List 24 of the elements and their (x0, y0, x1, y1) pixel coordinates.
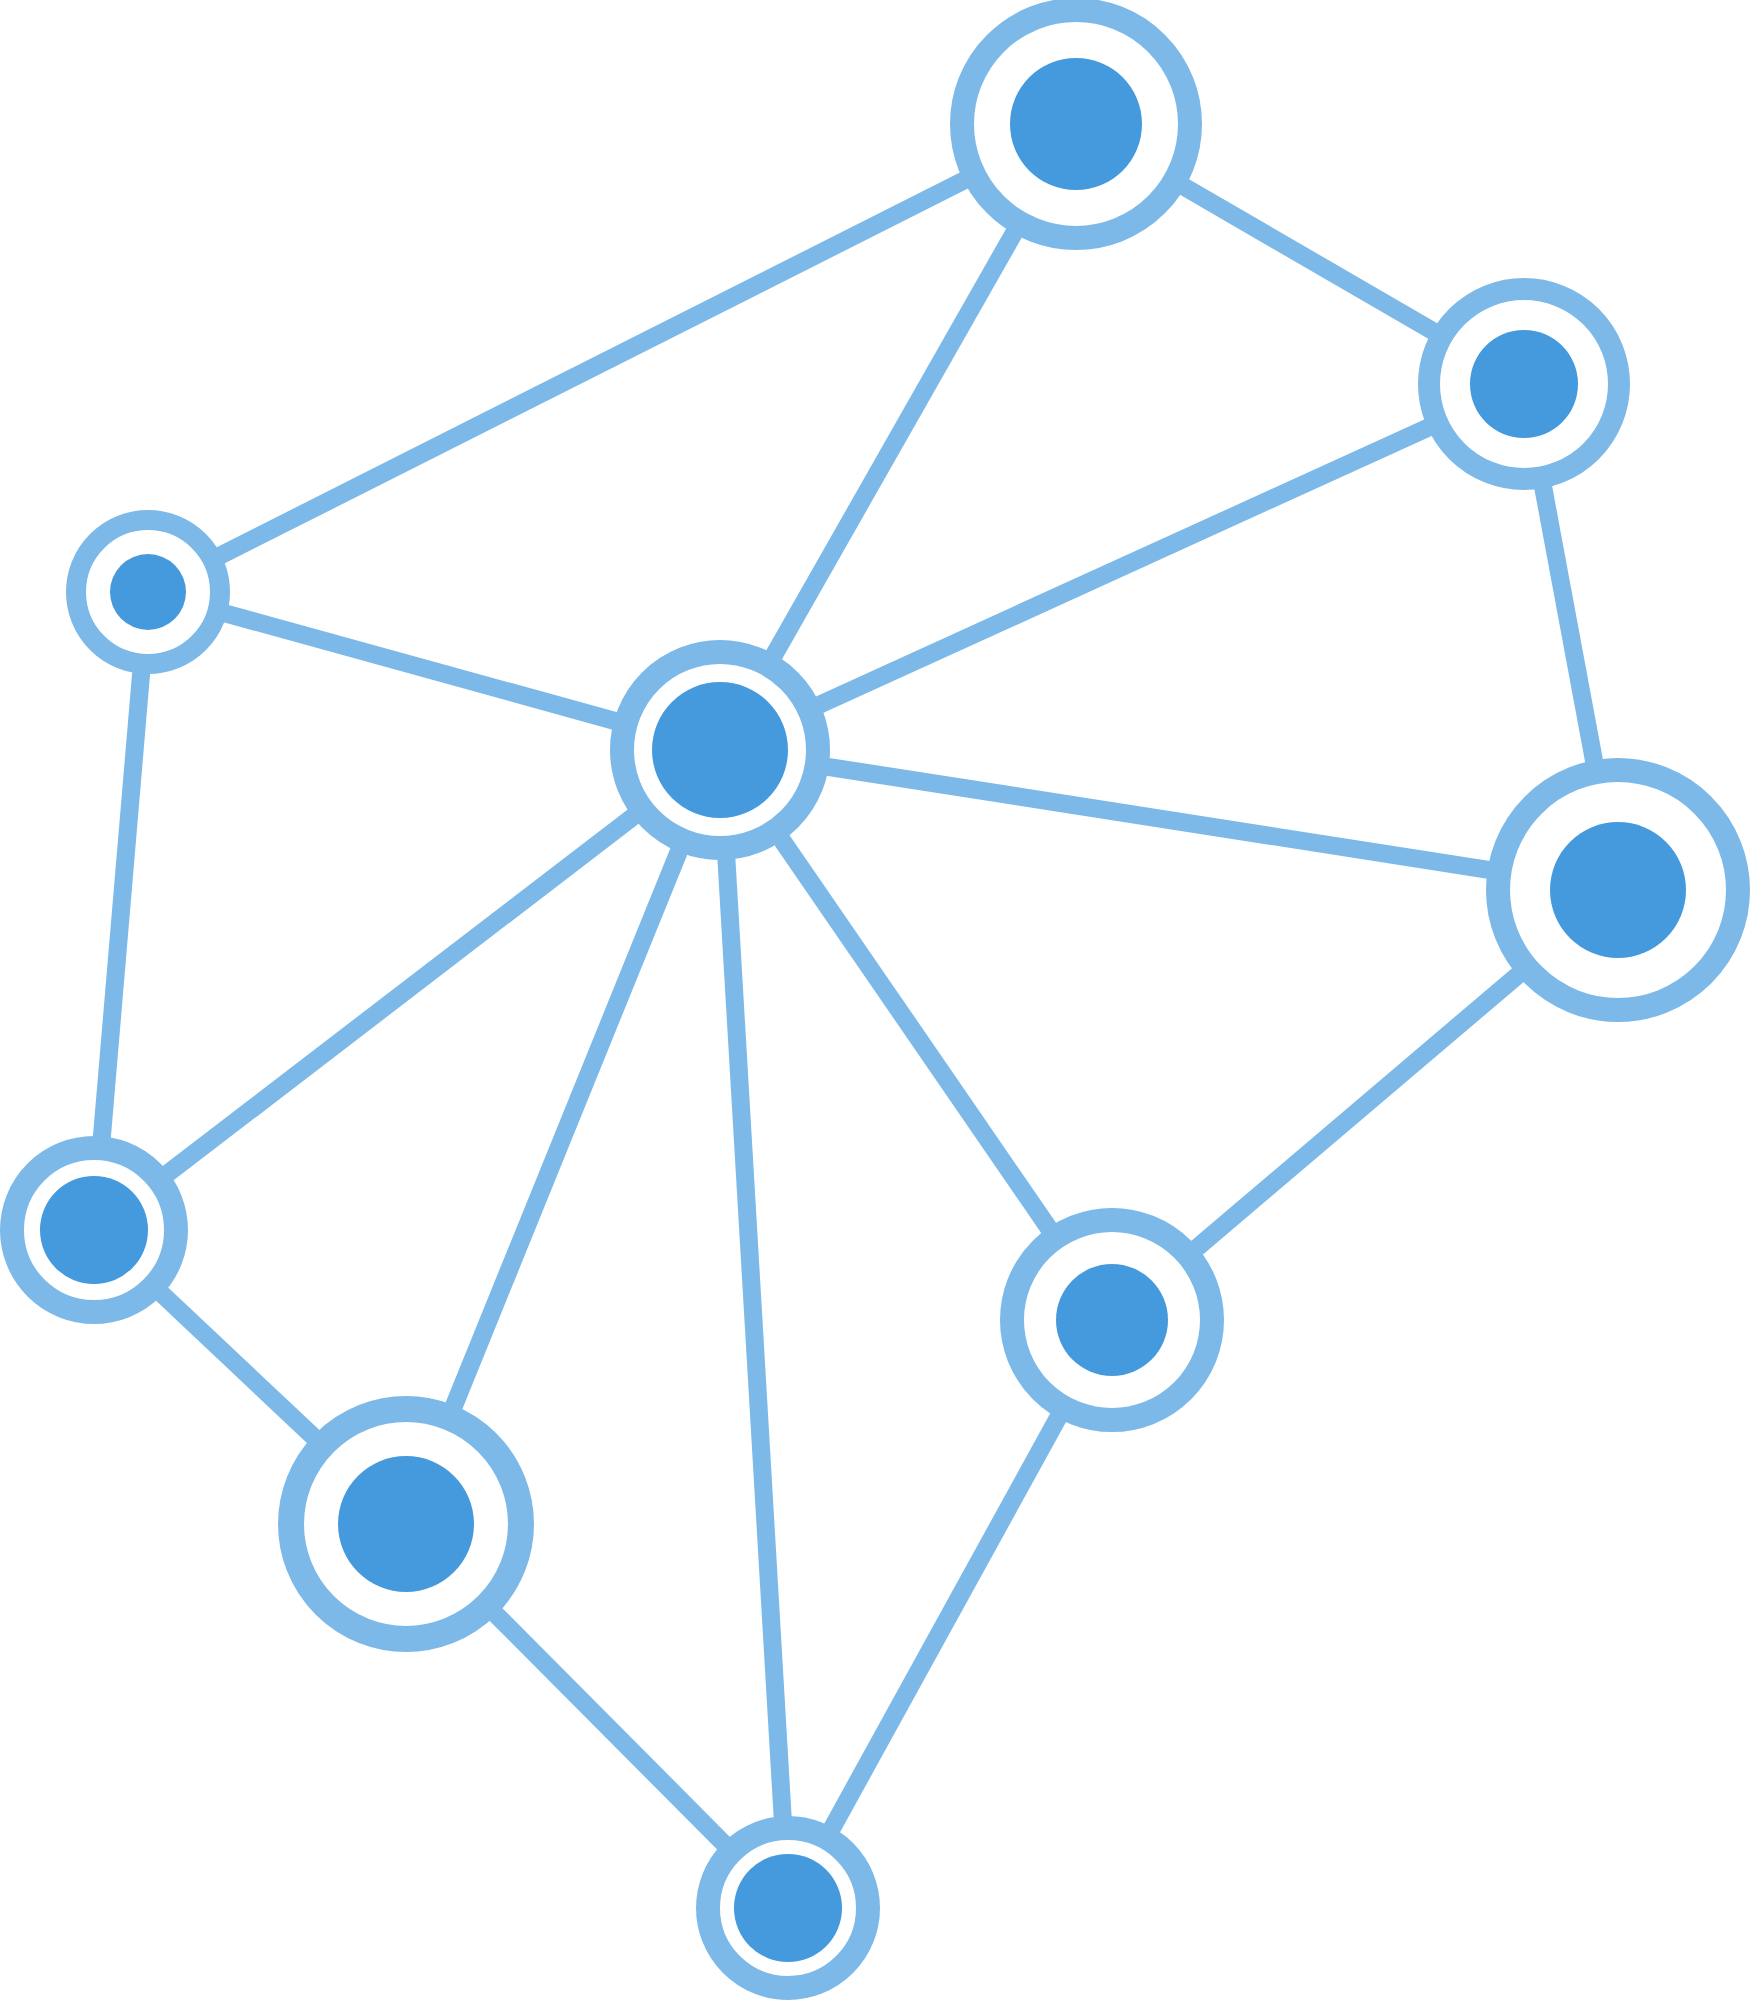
connector-line (1534, 485, 1603, 763)
connector-line (774, 834, 1057, 1234)
connector-line (155, 1287, 320, 1444)
connector-line (717, 858, 792, 1818)
circle-node (1418, 278, 1630, 490)
connector-line (815, 419, 1433, 714)
circle-node (1000, 1208, 1224, 1432)
circle-node (0, 1136, 188, 1324)
connector-line (826, 757, 1490, 879)
circle-node (1486, 758, 1750, 1022)
connector-line (445, 847, 688, 1410)
connector-line (766, 228, 1023, 660)
connector-line (489, 1607, 731, 1850)
circle-node (66, 510, 230, 674)
connector-line (223, 604, 618, 730)
circle-node (610, 640, 830, 860)
circle-node (278, 1396, 534, 1652)
circle-node (696, 1816, 880, 2000)
connector-line (92, 671, 151, 1139)
connector-line (824, 1412, 1067, 1833)
connector-line (216, 172, 969, 564)
connector-line (162, 809, 639, 1181)
connector-line (1190, 967, 1524, 1255)
connector-line (1179, 178, 1438, 340)
